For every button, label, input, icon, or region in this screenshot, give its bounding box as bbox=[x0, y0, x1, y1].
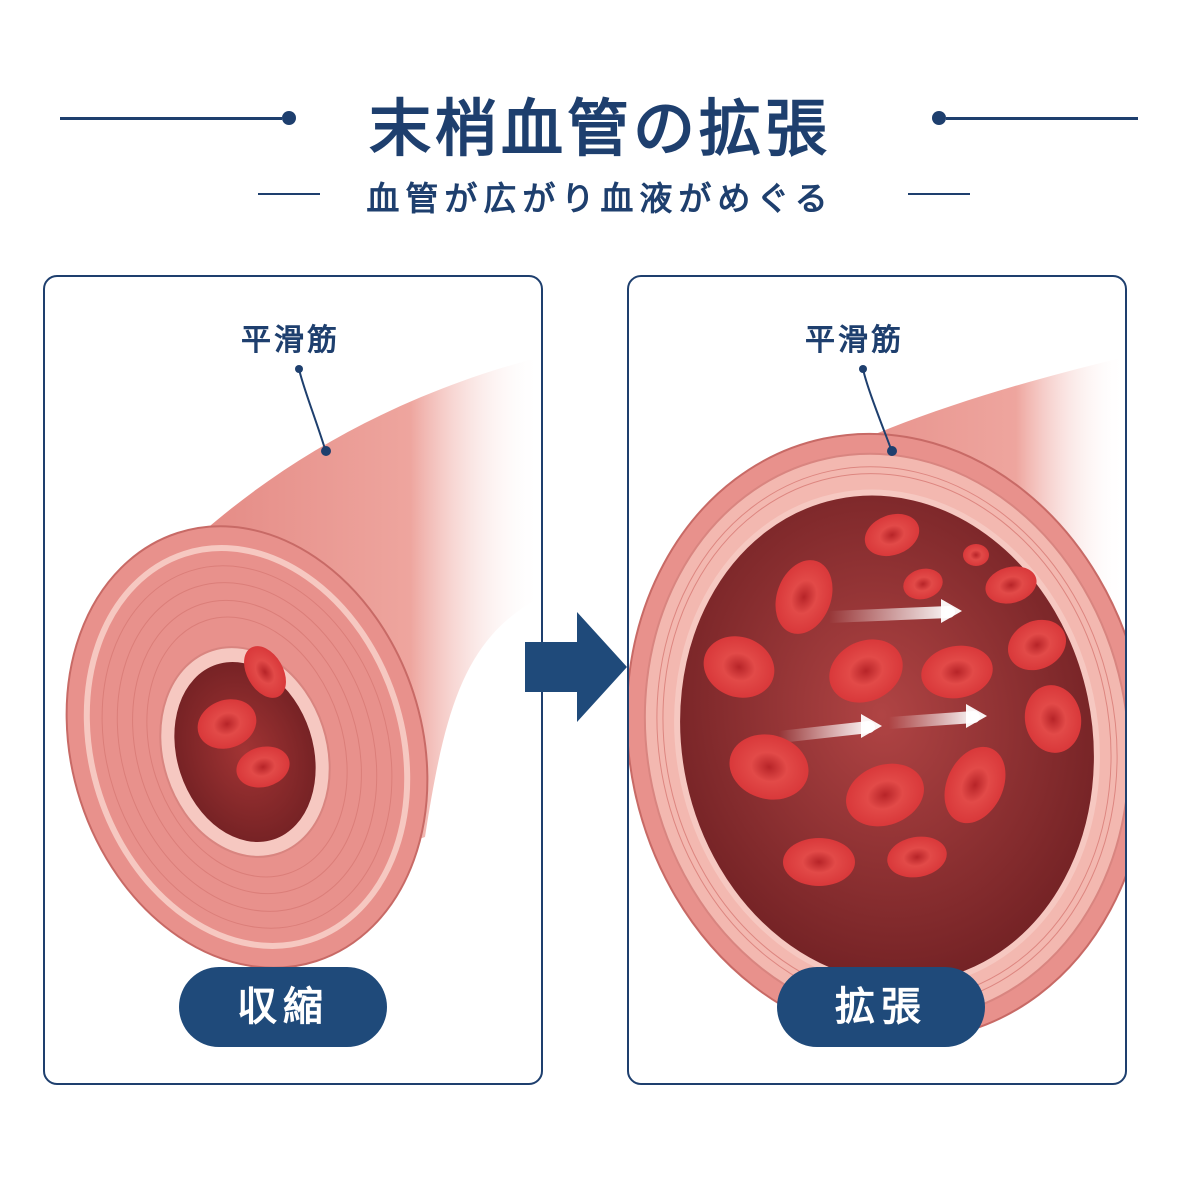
annotation-dot-top bbox=[295, 365, 303, 373]
flow-arrows bbox=[773, 599, 987, 743]
annotation-dot-bottom bbox=[321, 446, 331, 456]
dilated-vessel-illustration bbox=[629, 357, 1125, 1042]
vessel-wall-band bbox=[83, 545, 411, 949]
annotation-dot-bottom bbox=[887, 446, 897, 456]
dilated-label-badge: 拡張 bbox=[777, 967, 985, 1047]
subtitle-line-right bbox=[908, 193, 970, 195]
panel-contracted: 平滑筋 収縮 bbox=[43, 275, 543, 1085]
smooth-muscle-label: 平滑筋 bbox=[241, 323, 340, 358]
title-row: 末梢血管の拡張 bbox=[0, 70, 1200, 170]
red-blood-cell bbox=[197, 699, 257, 749]
smooth-muscle-label: 平滑筋 bbox=[805, 323, 904, 358]
arrow-right-icon bbox=[525, 612, 627, 722]
annotation-leader-line bbox=[862, 368, 892, 450]
title-dot-left bbox=[282, 111, 296, 125]
annotation-dot-top bbox=[859, 365, 867, 373]
red-blood-cells bbox=[703, 513, 1082, 886]
title-dot-right bbox=[932, 111, 946, 125]
red-blood-cell bbox=[244, 646, 286, 698]
page-title: 末梢血管の拡張 bbox=[368, 92, 831, 165]
annotation-leader-line bbox=[298, 368, 326, 450]
subtitle-line-left bbox=[258, 193, 320, 195]
title-line-right bbox=[946, 117, 1138, 120]
contracted-vessel-illustration bbox=[65, 357, 541, 969]
page-subtitle: 血管が広がり血液がめぐる bbox=[366, 179, 834, 218]
panel-dilated: 平滑筋 拡張 bbox=[627, 275, 1127, 1085]
red-blood-cell bbox=[236, 746, 290, 788]
contracted-label-badge: 収縮 bbox=[179, 967, 387, 1047]
title-line-left bbox=[60, 117, 282, 120]
